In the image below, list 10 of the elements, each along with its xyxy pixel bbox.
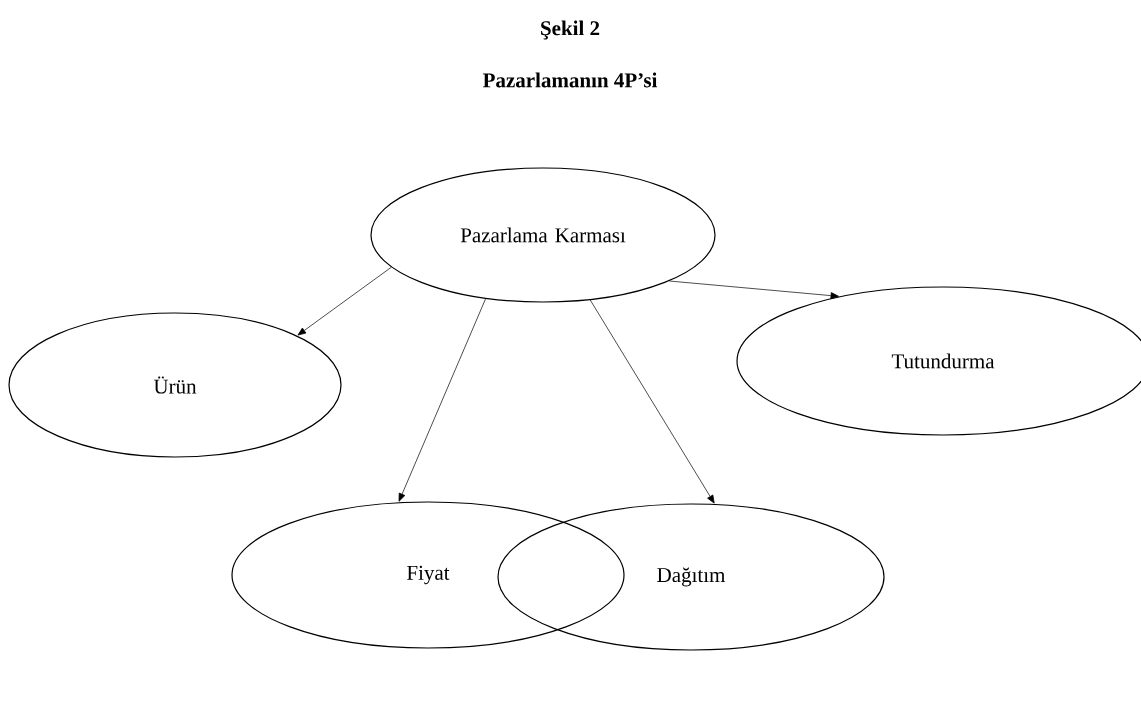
ellipse-node: Pazarlama Karması: [370, 167, 716, 303]
ellipse-node: Dağıtım: [497, 503, 885, 651]
arrow: [589, 299, 715, 504]
figure-title: Şekil 2: [541, 20, 600, 40]
arrow: [669, 280, 840, 300]
arrow: [297, 266, 392, 336]
arrow: [398, 298, 486, 502]
figure-subtitle: Pazarlamanın 4P’si: [482, 72, 658, 88]
ellipse-node: Fiyat: [231, 501, 625, 649]
ellipse-node: Ürün: [8, 312, 342, 458]
